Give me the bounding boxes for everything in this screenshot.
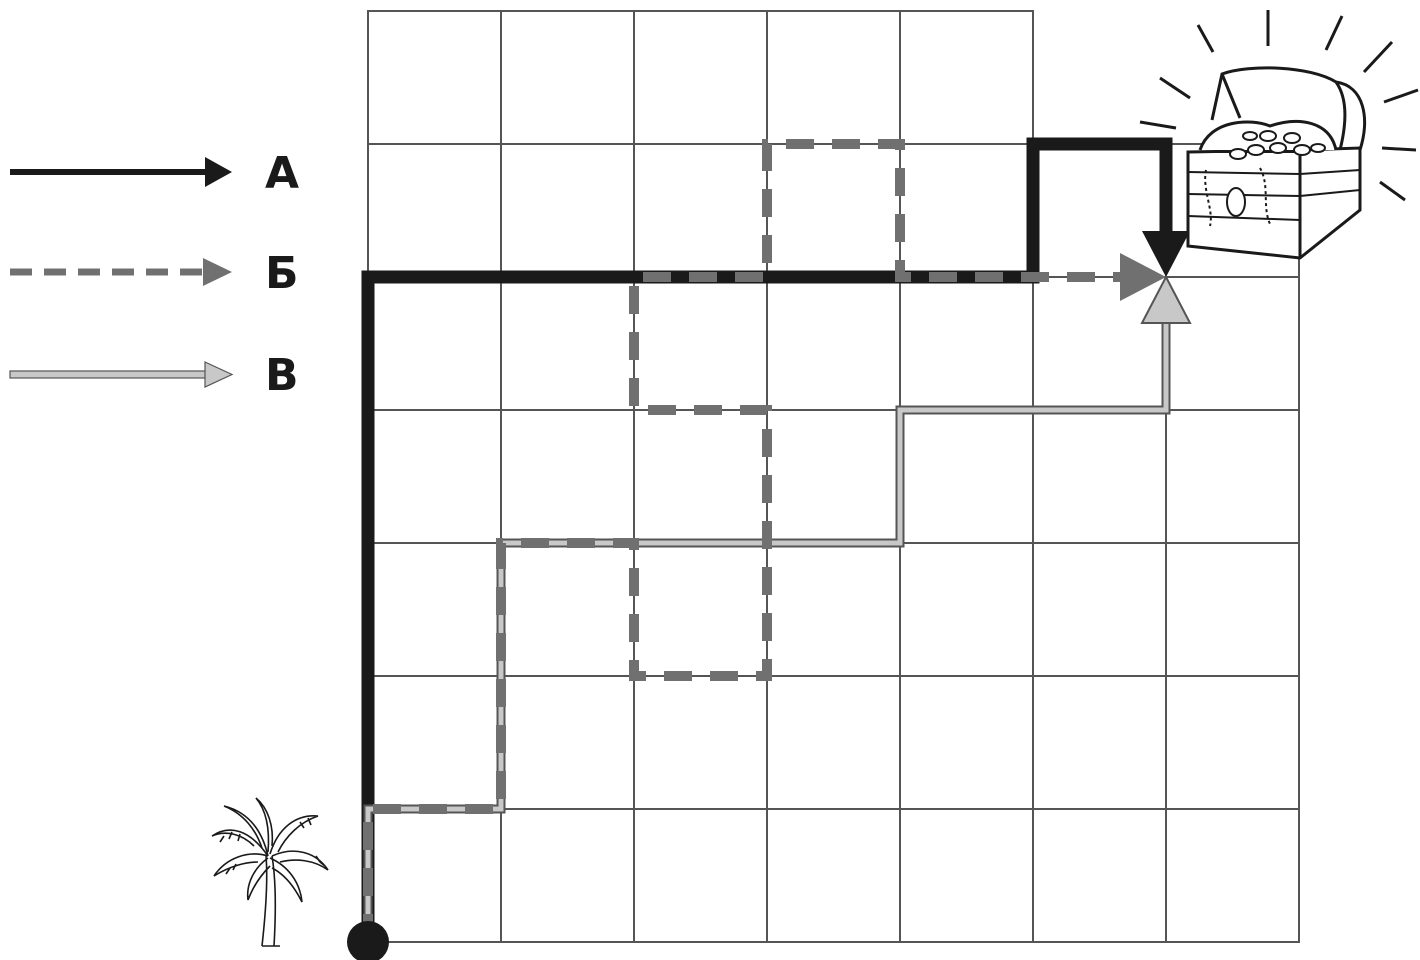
grid-cell <box>1032 409 1167 544</box>
grid-cell <box>500 409 635 544</box>
grid-cell <box>500 808 635 943</box>
grid-cell <box>899 143 1034 278</box>
legend-label-v: В <box>265 350 299 401</box>
routes <box>361 137 1192 949</box>
grid-cell <box>1032 808 1167 943</box>
grid-cell <box>899 276 1034 411</box>
grid-cell <box>367 808 502 943</box>
grid-cell <box>633 542 768 677</box>
route-v-arrowhead <box>1140 274 1192 324</box>
legend-arrowhead-a <box>205 157 232 187</box>
legend-arrowhead-v <box>204 361 234 388</box>
grid-cell <box>1032 542 1167 677</box>
grid-cell <box>367 542 502 677</box>
legend-line-v <box>9 370 207 379</box>
grid-cell <box>766 276 901 411</box>
grid-cell <box>1165 409 1300 544</box>
start-dot-icon <box>347 921 389 960</box>
grid-cell <box>367 143 502 278</box>
route-a-arrowhead <box>1142 231 1190 277</box>
grid-cell-top <box>899 10 1034 145</box>
treasure-chest-icon <box>1139 10 1419 260</box>
grid-cell <box>633 143 768 278</box>
grid-cell <box>1165 276 1300 411</box>
grid-cell <box>633 276 768 411</box>
grid-cell <box>1032 143 1167 278</box>
legend-item-b: Б <box>10 248 299 299</box>
grid-cell <box>1032 276 1167 411</box>
legend-label-a: А <box>265 148 299 199</box>
grid-cell <box>899 409 1034 544</box>
legend-item-a: А <box>10 148 299 199</box>
grid-cell <box>367 276 502 411</box>
legend-item-v: В <box>9 350 299 401</box>
grid-cell <box>899 542 1034 677</box>
grid-cell <box>1165 542 1300 677</box>
grid <box>367 10 1300 943</box>
grid-cell <box>1165 808 1300 943</box>
legend-arrowhead-b <box>203 258 232 286</box>
grid-cell <box>500 276 635 411</box>
route-a-line <box>361 137 1173 949</box>
grid-cell <box>766 542 901 677</box>
palm-tree-icon <box>211 797 329 947</box>
grid-cell <box>367 409 502 544</box>
grid-cell <box>500 143 635 278</box>
grid-cell <box>1165 675 1300 810</box>
grid-cell <box>633 675 768 810</box>
route-b-line <box>363 139 1124 942</box>
grid-cell <box>766 808 901 943</box>
grid-cell <box>766 143 901 278</box>
legend: А Б В <box>9 148 299 401</box>
grid-cell <box>766 409 901 544</box>
grid-cell <box>766 675 901 810</box>
grid-cell <box>1032 675 1167 810</box>
grid-cell-top <box>766 10 901 145</box>
grid-cell-top <box>500 10 635 145</box>
grid-cell-top <box>367 10 502 145</box>
treasure-rays <box>1139 10 1419 202</box>
grid-cell <box>500 675 635 810</box>
grid-cell <box>899 808 1034 943</box>
grid-cell <box>367 675 502 810</box>
grid-cell <box>899 675 1034 810</box>
route-b-arrowhead <box>1120 253 1166 301</box>
grid-cell <box>633 409 768 544</box>
legend-label-b: Б <box>265 248 299 299</box>
grid-cell-top <box>633 10 768 145</box>
grid-cell <box>500 542 635 677</box>
grid-cell <box>633 808 768 943</box>
